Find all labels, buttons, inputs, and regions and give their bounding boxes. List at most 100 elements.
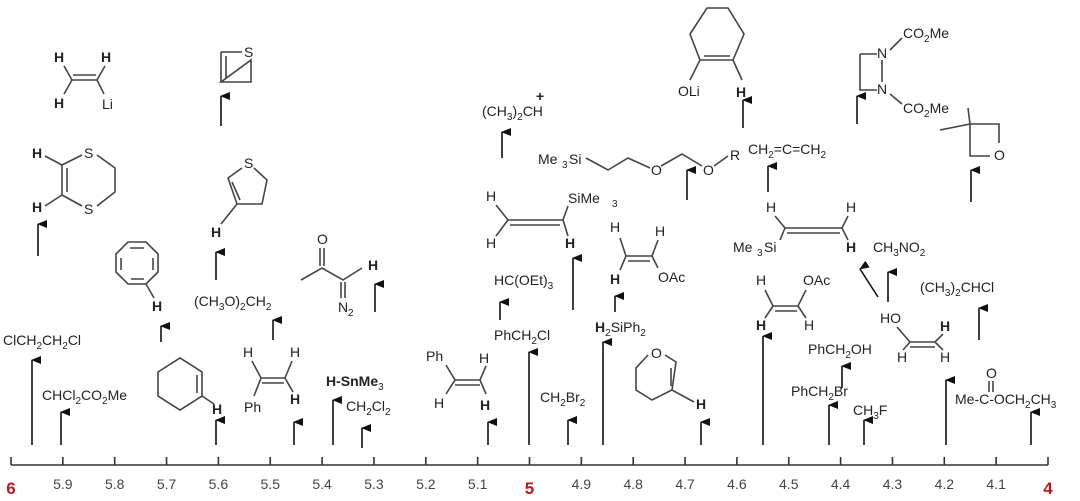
svg-text:3: 3: [562, 160, 568, 171]
axis-tick-label: 4.1: [986, 476, 1006, 492]
axis-tick-label: 4: [1043, 479, 1053, 498]
svg-text:H: H: [736, 84, 746, 100]
svg-text:3: 3: [757, 248, 763, 259]
label-ch3no2: CH3NO2: [873, 239, 926, 259]
svg-text:N: N: [338, 299, 348, 315]
svg-text:H: H: [211, 224, 221, 240]
label-phch2cl: PhCH2Cl: [494, 327, 550, 347]
svg-text:H: H: [290, 344, 300, 360]
label-allene: CH2=C=CH2: [748, 141, 826, 161]
svg-text:H: H: [486, 188, 496, 204]
label-etoac: Me-C-OCH2CH3: [955, 391, 1057, 411]
structure-thiete: S: [218, 44, 253, 83]
svg-text:O: O: [651, 162, 662, 178]
svg-text:H: H: [846, 239, 856, 255]
svg-text:OAc: OAc: [803, 272, 830, 288]
svg-text:H: H: [243, 344, 253, 360]
shift-arrows: [31, 92, 1040, 448]
svg-text:H: H: [610, 219, 620, 235]
axis-tick-label: 4.4: [831, 476, 851, 492]
axis-tick-label: 5.1: [468, 476, 488, 492]
axis-tick-label: 4.5: [779, 476, 799, 492]
label-hcoet3: HC(OEt)3: [494, 272, 554, 292]
co2me-top: CO2Me: [903, 25, 949, 45]
axis-tick-label: 6: [6, 479, 15, 498]
svg-text:Me: Me: [733, 239, 753, 255]
svg-text:Me: Me: [538, 151, 558, 167]
svg-text:H: H: [940, 318, 950, 334]
structure-oxetane: O: [939, 107, 1005, 163]
axis-tick-label: 4.3: [883, 476, 903, 492]
axis-tick-label: 4.8: [623, 476, 643, 492]
svg-text:Si: Si: [569, 151, 581, 167]
svg-text:H: H: [565, 235, 575, 251]
svg-text:S: S: [244, 44, 253, 60]
label-ch3o2ch2: (CH3O)2CH2: [194, 293, 272, 313]
svg-text:3: 3: [612, 199, 618, 210]
svg-text:O: O: [317, 231, 328, 247]
label-hsnme3: H-SnMe3: [326, 373, 384, 393]
svg-text:R: R: [730, 147, 740, 163]
svg-text:H: H: [846, 199, 856, 215]
label-h2siph2: H2SiPh2: [595, 319, 646, 339]
svg-text:2: 2: [348, 308, 354, 319]
axis-tick-label: 5: [525, 479, 534, 498]
svg-text:N: N: [877, 81, 887, 97]
svg-text:H: H: [610, 271, 620, 287]
structure-dihydrothiophene: S H: [211, 155, 268, 240]
axis-tick-label: 4.2: [935, 476, 955, 492]
axis-tick-label: 5.6: [209, 476, 229, 492]
svg-text:N: N: [877, 45, 887, 61]
axis-tick-label: 5.4: [312, 476, 332, 492]
structure-cyclohexene: H: [157, 357, 222, 417]
svg-text:H: H: [756, 317, 766, 333]
svg-text:Ph: Ph: [426, 348, 443, 364]
axis-tick-label: 5.8: [105, 476, 125, 492]
svg-text:H: H: [32, 145, 42, 161]
svg-text:H: H: [54, 95, 64, 111]
svg-text:Si: Si: [764, 239, 776, 255]
axis-tick-label: 5.7: [157, 476, 177, 492]
structure-dihydropyran: O H: [635, 345, 706, 412]
structure-enolate: OLi H: [678, 7, 746, 100]
svg-text:OLi: OLi: [678, 83, 700, 99]
axis-tick-label: 5.3: [364, 476, 384, 492]
axis-tick-label: 5.2: [416, 476, 436, 492]
structure-dithiin: HH SS: [32, 145, 116, 217]
svg-text:S: S: [84, 201, 93, 217]
svg-text:HO: HO: [880, 310, 901, 326]
svg-text:H: H: [212, 401, 222, 417]
svg-text:H: H: [434, 395, 444, 411]
axis-tick-label: 4.7: [675, 476, 695, 492]
svg-text:H: H: [766, 199, 776, 215]
svg-text:SiMe: SiMe: [568, 190, 600, 206]
label-phch2oh: PhCH2OH: [808, 341, 872, 361]
svg-text:S: S: [244, 155, 253, 171]
svg-text:Ph: Ph: [244, 399, 261, 415]
svg-text:H: H: [480, 397, 490, 413]
axis-tick-label: 5.9: [53, 476, 73, 492]
cation-charge: +: [536, 88, 544, 104]
svg-text:OAc: OAc: [658, 269, 685, 285]
svg-text:H: H: [756, 272, 766, 288]
svg-text:O: O: [651, 345, 662, 361]
structure-cyclooctatetraene: H: [115, 241, 162, 314]
svg-text:H: H: [152, 298, 162, 314]
label-ch32chcl: (CH3)2CHCl: [920, 279, 994, 299]
svg-text:H: H: [368, 257, 378, 273]
arrow-silylallene: [859, 260, 879, 298]
svg-text:Li: Li: [102, 96, 113, 112]
co2me-bottom: CO2Me: [903, 100, 949, 120]
svg-text:H: H: [940, 349, 950, 365]
svg-text:H: H: [54, 49, 64, 65]
structure-diazetidine: N N CO2Me CO2Me: [859, 25, 949, 120]
